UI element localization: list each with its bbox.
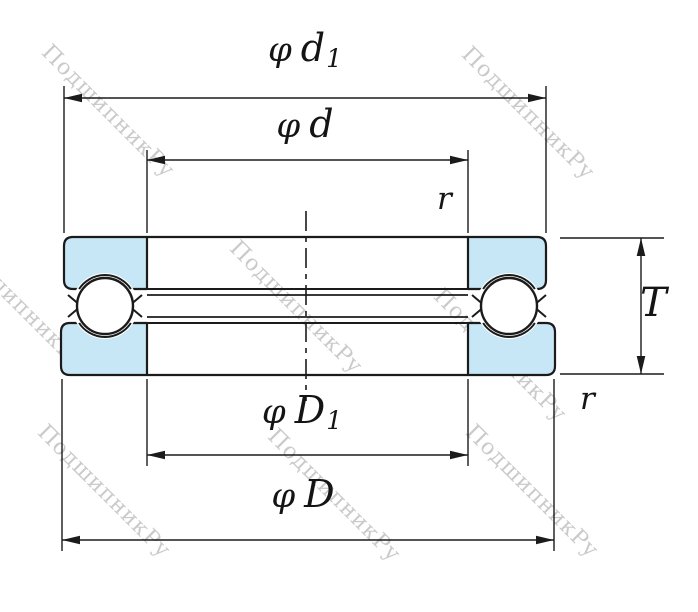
groove-arc (482, 274, 536, 290)
arrow (147, 450, 165, 460)
arrow (62, 535, 80, 545)
raceway-grooves (78, 274, 536, 338)
top-washer-left-section (62, 235, 149, 291)
arrow (536, 535, 554, 545)
rolling-elements (67, 273, 547, 339)
cage-sections (67, 294, 547, 318)
arrow (636, 356, 646, 374)
groove-arc (78, 322, 132, 338)
arrowheads (62, 93, 646, 545)
groove-arc (482, 322, 536, 338)
bottom-washer-right-section (466, 321, 557, 377)
washers (59, 235, 557, 377)
arrow (450, 450, 468, 460)
arrow (147, 155, 165, 165)
arrow (528, 93, 546, 103)
arrow (64, 93, 82, 103)
groove-arc (78, 274, 132, 290)
dimension-lines (62, 97, 642, 541)
bottom-washer-left-section (59, 321, 149, 377)
ball-right (479, 276, 539, 336)
arrow (450, 155, 468, 165)
extension-lines (61, 86, 664, 551)
top-washer-right-section (466, 235, 548, 291)
arrow (636, 238, 646, 256)
ball-left (75, 276, 135, 336)
